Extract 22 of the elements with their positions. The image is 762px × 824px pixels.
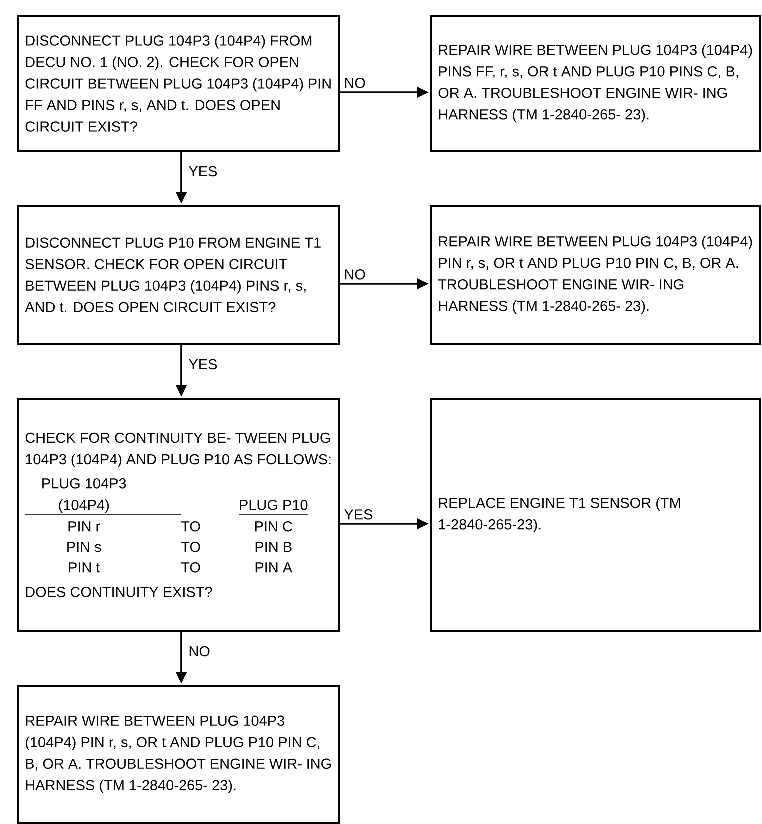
- question-box: CHECK FOR CONTINUITY BE- TWEEN PLUG 104P3 (104P4) AND PLUG P10 AS FOLLOWS: PLUG 104P3 (104P4) PLUG P10 PIN r TO PIN C PIN s TO PIN B PIN t TO PIN A DOES CONTINUITY EXIST?: [17, 398, 340, 632]
- table-cell: PIN B: [256, 542, 292, 552]
- question-box: DISCONNECT PLUG P10 FROM ENGINE T1 SENSOR. CHECK FOR OPEN CIRCUIT BETWEEN PLUG 104P3 (104P4) PINS r, s, AND t. DOES OPEN CIRCUIT EXIST?: [17, 205, 340, 346]
- edge-label: NO: [345, 270, 366, 280]
- table-cell: PIN r: [68, 522, 100, 532]
- action-box: REPLACE ENGINE T1 SENSOR (TM 1-2840-265-23).: [430, 398, 762, 632]
- edge-label: NO: [345, 78, 366, 88]
- edge-label: NO: [190, 646, 210, 657]
- edge-label: YES: [189, 166, 218, 177]
- table-cell: TO: [181, 522, 200, 532]
- action-box: REPAIR WIRE BETWEEN PLUG 104P3 (104P4) PIN r, s, OR t AND PLUG P10 PIN C, B, OR A. TROUBLESHOOT ENGINE WIR- ING HARNESS (TM 1-2840-265- 23).: [430, 205, 762, 346]
- table-cell: PIN A: [256, 562, 293, 573]
- action-box: REPAIR WIRE BETWEEN PLUG 104P3 (104P4) PINS FF, r, s, OR t AND PLUG P10 PINS C, B, OR A. TROUBLESHOOT ENGINE WIR- ING HARNESS (TM 1-2840-265- 23).: [430, 15, 762, 152]
- action-box: REPAIR WIRE BETWEEN PLUG 104P3 (104P4) PIN r, s, OR t AND PLUG P10 PIN C, B, OR A. TROUBLESHOOT ENGINE WIR- ING HARNESS (TM 1-2840-265- 23).: [17, 685, 340, 824]
- table-cell: PIN t: [69, 562, 100, 573]
- table-cell: PIN s: [68, 542, 102, 552]
- table-cell: PIN C: [255, 522, 292, 532]
- question-box: DISCONNECT PLUG 104P3 (104P4) FROM DECU NO. 1 (NO. 2). CHECK FOR OPEN CIRCUIT BETWEEN PLUG 104P3 (104P4) PIN FF AND PINS r, s, AND t. DOES OPEN CIRCUIT EXIST?: [17, 15, 340, 152]
- edge-label: YES: [344, 510, 373, 520]
- table-cell: TO: [181, 562, 200, 573]
- table-cell: TO: [181, 542, 200, 552]
- edge-label: YES: [189, 359, 218, 370]
